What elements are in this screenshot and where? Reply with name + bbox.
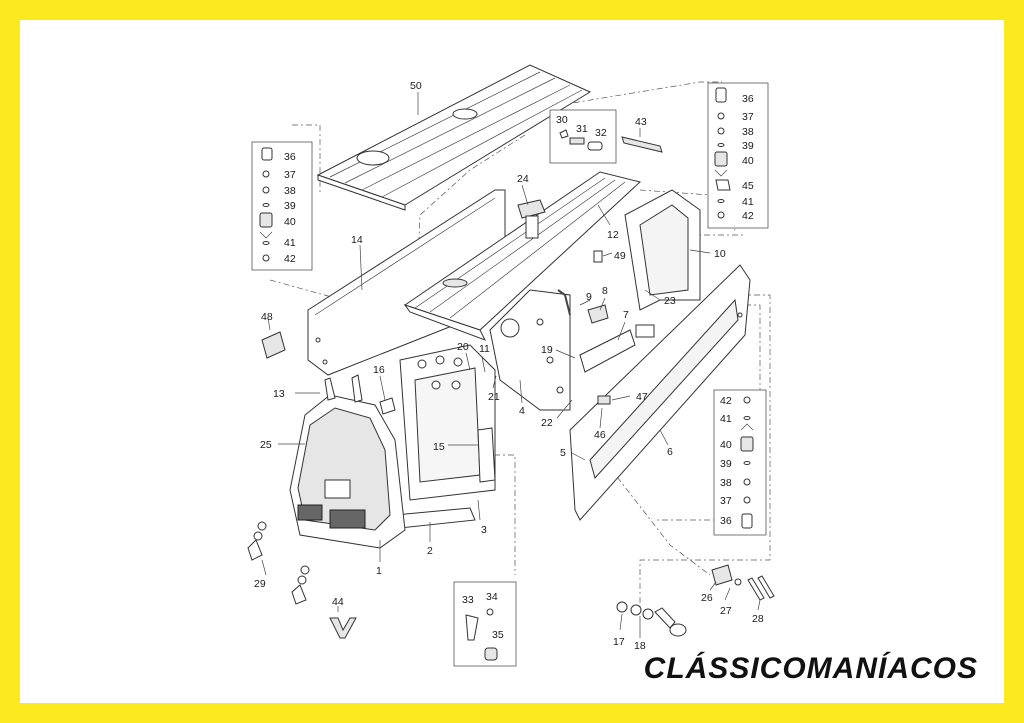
label-part-32: 32 (595, 127, 607, 139)
label-part-18: 18 (634, 640, 646, 652)
label-part-20: 20 (457, 341, 469, 353)
rb-box-label-39: 39 (720, 458, 732, 470)
label-part-5: 5 (560, 447, 566, 459)
label-part-19: 19 (541, 344, 553, 356)
label-part-36: 36 (742, 93, 754, 105)
label-part-35: 35 (492, 629, 504, 641)
label-part-17: 17 (613, 636, 625, 648)
part-2-base-plate (394, 507, 476, 529)
part-8-block (587, 304, 609, 324)
label-part-40: 40 (742, 155, 754, 167)
label-part-43: 43 (635, 116, 647, 128)
label-part-3: 3 (481, 524, 487, 536)
label-part-16: 16 (373, 364, 385, 376)
label-part-33: 33 (462, 594, 474, 606)
label-part-46: 46 (594, 429, 606, 441)
label-part-45: 45 (742, 180, 754, 192)
label-part-9: 9 (586, 291, 592, 303)
part-1-25-front-grille (289, 374, 406, 549)
left-mount-stack-box (251, 141, 313, 271)
part-43-strip (621, 136, 663, 153)
part-7-bracket (579, 324, 655, 373)
label-part-11: 11 (479, 343, 490, 355)
label-part-22: 22 (541, 417, 553, 429)
label-part-47: 47 (636, 391, 648, 403)
part-48-filter-block (261, 331, 286, 359)
part-14-side-panel (307, 189, 506, 376)
part-number-labels: 1 2 3 4 5 6 7 8 9 10 11 12 13 14 15 16 1… (254, 80, 764, 652)
left-box-label-36: 36 (284, 151, 296, 163)
bottom-small-parts-box (453, 581, 517, 667)
left-box-label-38: 38 (284, 185, 296, 197)
label-part-6: 6 (667, 446, 673, 458)
left-box-label-42: 42 (284, 253, 296, 265)
label-part-27: 27 (720, 605, 732, 617)
leader-lines (261, 92, 761, 638)
label-part-4: 4 (519, 405, 525, 417)
label-part-2: 2 (427, 545, 433, 557)
label-part-8: 8 (602, 285, 608, 297)
label-part-23: 23 (664, 295, 676, 307)
rb-box-label-37: 37 (720, 495, 732, 507)
label-part-28: 28 (752, 613, 764, 625)
label-part-34: 34 (486, 591, 498, 603)
left-box-label-41: 41 (284, 237, 296, 249)
label-part-30: 30 (556, 114, 568, 126)
label-part-39: 39 (742, 140, 754, 152)
rb-box-label-41: 41 (720, 413, 732, 425)
label-part-29: 29 (254, 578, 266, 590)
label-part-37: 37 (742, 111, 754, 123)
label-part-14: 14 (351, 234, 363, 246)
label-part-31: 31 (576, 123, 588, 135)
right-bottom-box-labels: 42 41 40 39 38 37 36 (720, 395, 732, 527)
part-24-cap (517, 199, 546, 239)
part-3-radiator-frame (399, 344, 496, 501)
top-small-parts-box (549, 109, 617, 164)
rb-box-label-38: 38 (720, 477, 732, 489)
part-49-clip (593, 250, 603, 263)
left-box-labels: 36 37 38 39 40 41 42 (284, 151, 296, 265)
left-box-label-39: 39 (284, 200, 296, 212)
label-part-42: 42 (742, 210, 754, 222)
label-part-1: 1 (376, 565, 382, 577)
label-part-12: 12 (607, 229, 619, 241)
right-top-mount-stack-box (707, 82, 769, 229)
part-17-18-26-27-28-fasteners (616, 564, 775, 637)
label-part-38: 38 (742, 126, 754, 138)
rb-box-label-36: 36 (720, 515, 732, 527)
label-part-24: 24 (517, 173, 529, 185)
label-part-13: 13 (273, 388, 285, 400)
part-10-frame-bracket (624, 189, 701, 311)
right-bottom-mount-stack-box (713, 389, 767, 536)
watermark-logo-text: CLÁSSICOMANÍACOS (643, 652, 978, 685)
label-part-25: 25 (260, 439, 272, 451)
part-29-hinge (247, 521, 310, 605)
label-part-49: 49 (614, 250, 626, 262)
part-16-clip (379, 397, 396, 415)
part-9-rod (557, 289, 571, 316)
label-part-48: 48 (261, 311, 273, 323)
part-47-latch (597, 395, 611, 405)
part-5-6-side-panel (569, 264, 751, 521)
label-part-10: 10 (714, 248, 726, 260)
label-part-21: 21 (488, 391, 500, 403)
rb-box-label-42: 42 (720, 395, 732, 407)
label-part-15: 15 (433, 441, 445, 453)
label-part-41: 41 (742, 196, 754, 208)
label-part-44: 44 (332, 596, 344, 608)
part-50-top-cover (316, 64, 592, 211)
left-box-label-40: 40 (284, 216, 296, 228)
rb-box-label-40: 40 (720, 439, 732, 451)
label-part-7: 7 (623, 309, 629, 321)
left-box-label-37: 37 (284, 169, 296, 181)
label-part-50: 50 (410, 80, 422, 92)
label-part-26: 26 (701, 592, 713, 604)
part-15-bracket (477, 427, 496, 483)
part-4-center-chassis (489, 289, 571, 411)
part-44-emblem (329, 617, 357, 639)
